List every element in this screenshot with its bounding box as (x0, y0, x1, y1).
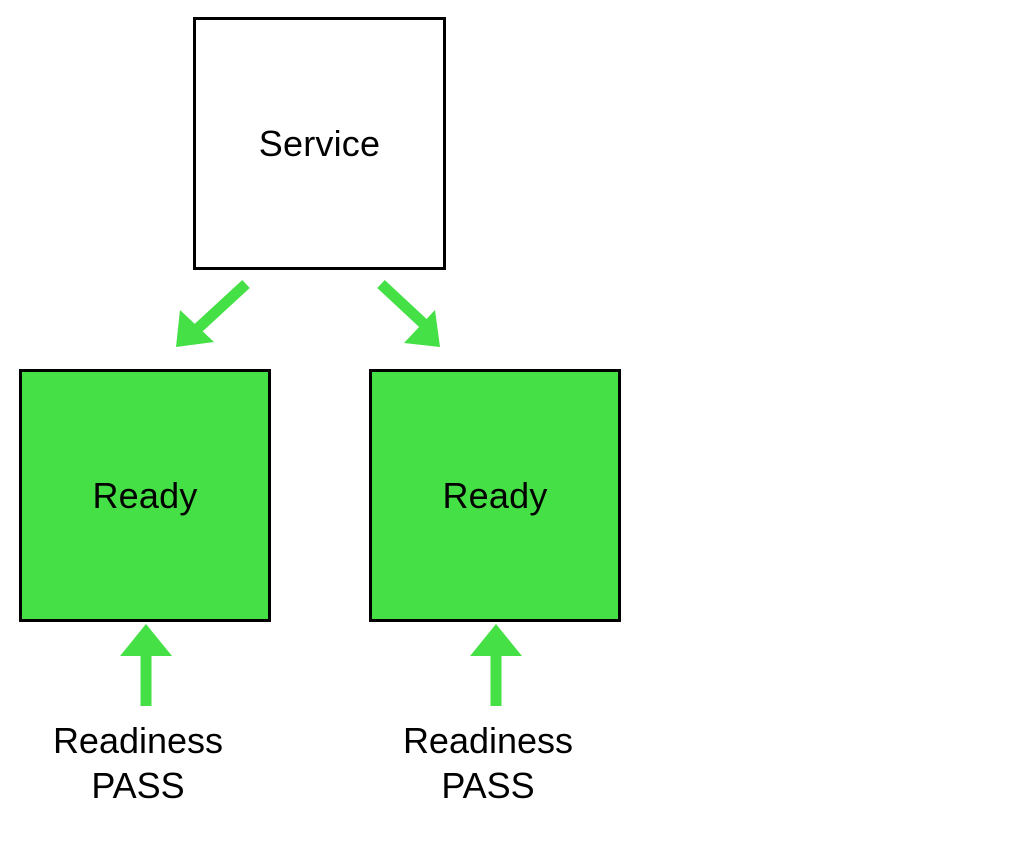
caption-readiness-left-line1: Readiness (52, 720, 224, 761)
arrow-service-to-ready-left (176, 279, 250, 347)
arrow-probe-to-ready-left (120, 624, 172, 706)
arrow-probe-to-ready-right (470, 624, 522, 706)
node-ready-left[interactable]: Ready (19, 369, 271, 622)
caption-readiness-right: Readiness PASS (368, 718, 608, 808)
node-ready-right-label: Ready (442, 474, 548, 516)
node-service-label: Service (258, 122, 381, 164)
caption-readiness-left-line2: PASS (91, 765, 185, 806)
caption-readiness-left: Readiness PASS (18, 718, 258, 808)
node-service[interactable]: Service (193, 17, 446, 270)
caption-readiness-right-line2: PASS (441, 765, 535, 806)
arrow-service-to-ready-right (377, 279, 440, 347)
node-ready-left-label: Ready (92, 474, 198, 516)
node-ready-right[interactable]: Ready (369, 369, 621, 622)
caption-readiness-right-line1: Readiness (402, 720, 574, 761)
